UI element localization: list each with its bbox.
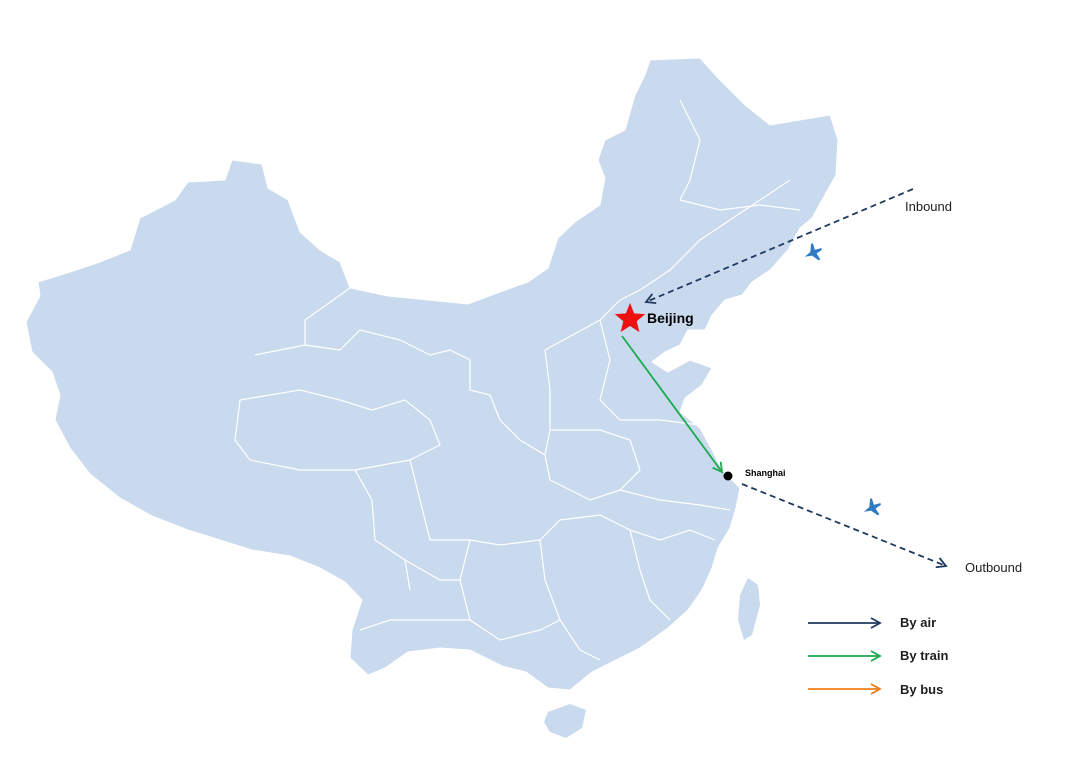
legend-item-train: By train <box>808 648 948 663</box>
legend-item-bus: By bus <box>808 682 943 697</box>
inbound-route-line <box>644 188 914 304</box>
beijing-label: Beijing <box>647 310 694 326</box>
legend-label-air: By air <box>900 615 936 630</box>
legend-label-bus: By bus <box>900 682 943 697</box>
legend: By air By train By bus <box>808 615 948 697</box>
outbound-label: Outbound <box>965 560 1022 575</box>
outbound-route-line <box>741 483 948 569</box>
shanghai-label: Shanghai <box>745 468 786 478</box>
beijing-star-icon <box>614 303 646 333</box>
inbound-label: Inbound <box>905 199 952 214</box>
china-mainland <box>25 57 839 691</box>
airplane-icon <box>863 498 882 516</box>
legend-label-train: By train <box>900 648 948 663</box>
train-route-line <box>621 335 724 474</box>
hainan-island <box>544 704 586 738</box>
shanghai-dot-icon <box>723 471 733 481</box>
province-borders <box>234 99 801 661</box>
legend-item-air: By air <box>808 615 936 630</box>
airplane-icon <box>804 243 823 261</box>
taiwan-island <box>738 578 760 640</box>
